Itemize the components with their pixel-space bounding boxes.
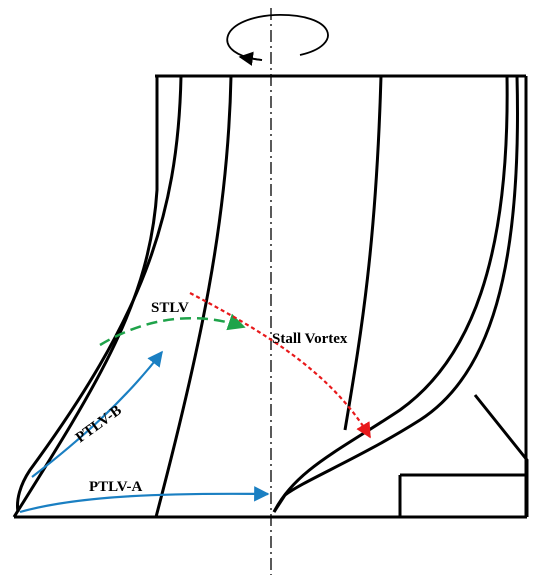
blade-right: [272, 75, 519, 513]
rotation-arrow-icon: [226, 14, 329, 66]
stlv-arrow: [99, 313, 246, 347]
ptlv-b-arrow: [31, 350, 163, 478]
label-stlv: STLV: [151, 300, 189, 316]
label-ptlv-a: PTLV-A: [89, 479, 143, 495]
blade-right-line: [343, 75, 383, 431]
ptlv-a-arrow: [19, 486, 270, 514]
label-stall-vortex: Stall Vortex: [272, 331, 348, 347]
support-structure: [398, 394, 529, 517]
stall-vortex-arrow: [189, 292, 371, 439]
blade-left: [12, 75, 183, 518]
blade-inner-line: [154, 75, 233, 518]
